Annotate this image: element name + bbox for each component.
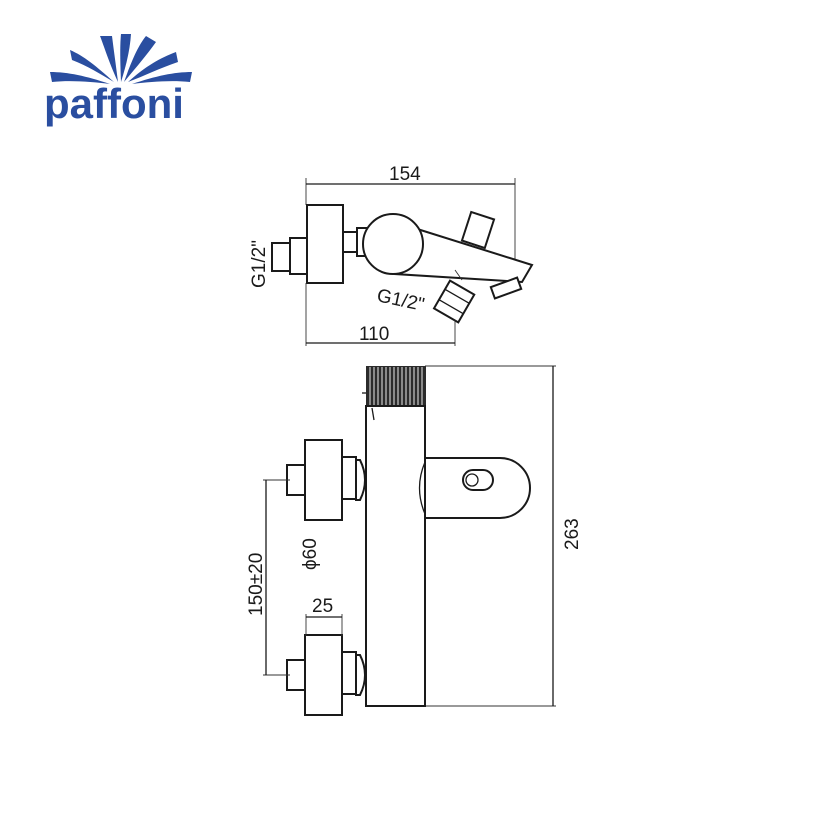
wall-flange-top xyxy=(306,204,344,284)
brand-name: paffoni xyxy=(44,80,184,127)
top-view: 154 G1/2" G1/2" 110 xyxy=(249,164,534,346)
front-view: 263 xyxy=(246,365,583,716)
mixer-body-front xyxy=(365,405,426,707)
dim-inlet-spacing: 150±20 xyxy=(246,553,267,616)
mixer-body-top xyxy=(362,213,424,275)
outlet-thread-label: G1/2" xyxy=(375,285,426,316)
knurled-handle xyxy=(366,366,426,406)
dim-overall-height: 263 xyxy=(562,518,583,550)
dim-overall-width: 154 xyxy=(389,164,421,185)
inlet-thread-label: G1/2" xyxy=(249,240,270,288)
dim-flange-diameter: ϕ60 xyxy=(300,538,321,570)
dim-flange-depth: 25 xyxy=(312,596,333,617)
dim-inlet-to-outlet: 110 xyxy=(359,324,389,345)
wall-flange-upper xyxy=(304,439,343,521)
paffoni-logo: paffoni xyxy=(44,34,192,127)
lever-top xyxy=(460,210,496,250)
logo-fountain-icon xyxy=(50,34,192,84)
wall-flange-lower xyxy=(304,634,343,716)
